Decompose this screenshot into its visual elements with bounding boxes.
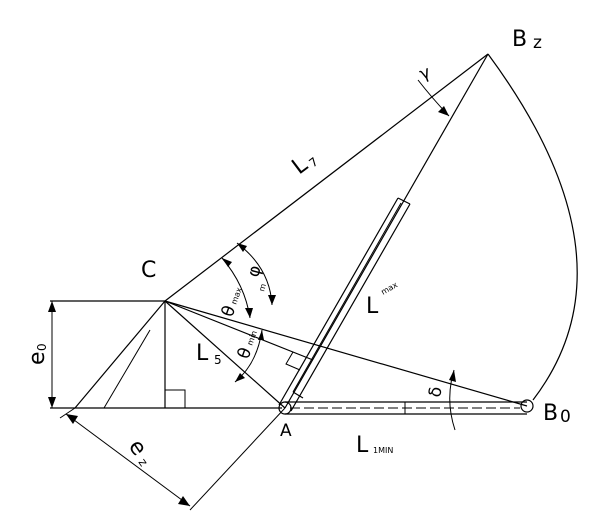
right-angle-base <box>165 389 186 408</box>
line-bz-a <box>284 53 489 409</box>
cylinder <box>278 197 411 412</box>
joint-b0 <box>520 399 534 413</box>
arc-b0-bz <box>487 53 578 401</box>
label-lmax: L <box>366 294 379 319</box>
label-theta-min-sub: min <box>245 329 259 346</box>
horizontal-cylinder <box>285 401 527 415</box>
geometry <box>50 53 528 511</box>
label-ez-sub: z <box>136 456 151 469</box>
label-bz: B <box>512 27 527 52</box>
label-c: C <box>141 258 156 283</box>
label-a: A <box>280 421 292 441</box>
label-e0-sub: 0 <box>35 343 49 351</box>
label-theta-min: θ <box>234 345 256 362</box>
label-delta: δ <box>425 385 447 399</box>
dim-ez <box>65 413 191 507</box>
label-b0: B <box>543 401 558 426</box>
line-c-bz <box>164 53 489 302</box>
right-angle-perp <box>285 351 301 371</box>
ext-ez-right <box>189 407 286 511</box>
angle-arcs <box>221 79 456 431</box>
label-phi-sub: m <box>257 282 268 292</box>
label-b0-sub: 0 <box>560 407 571 427</box>
label-bz-sub: z <box>533 33 542 53</box>
line-c-perp <box>164 300 314 361</box>
label-l1min: L <box>356 433 369 458</box>
joint-a <box>278 401 292 415</box>
label-l1min-sub: 1MIN <box>373 446 393 455</box>
ext-ez-left <box>59 407 76 419</box>
line-c-a <box>164 300 286 409</box>
dim-e0 <box>48 301 56 408</box>
label-e0: e <box>25 351 50 365</box>
label-l5-sub: 5 <box>214 353 222 367</box>
label-theta-max-sub: max <box>229 286 244 306</box>
label-l5: L <box>196 341 209 366</box>
inner-line <box>103 329 151 409</box>
line-c-b0 <box>164 300 528 407</box>
line-c-left <box>74 300 166 409</box>
label-phi: φ <box>244 263 266 279</box>
label-lmax-sub: max <box>380 280 400 297</box>
